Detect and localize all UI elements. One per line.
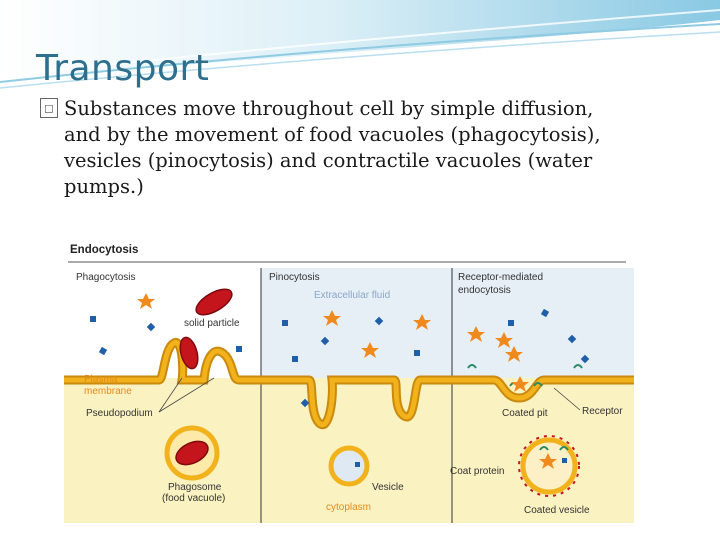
small-molecules	[90, 308, 590, 463]
coated-vesicle-coat	[518, 435, 580, 497]
label-phagosome-2: (food vacuole)	[162, 493, 225, 504]
panel-title-pinocytosis: Pinocytosis	[269, 272, 320, 283]
coated-vesicle	[520, 437, 578, 495]
label-extracellular-fluid: Extracellular fluid	[314, 290, 390, 301]
panel-title-receptor-1: Receptor-mediated	[458, 272, 543, 283]
label-coated-pit: Coated pit	[502, 408, 548, 419]
diagram-title: Endocytosis	[70, 244, 138, 256]
receptor-pointer	[553, 387, 581, 411]
label-cytoplasm: cytoplasm	[326, 502, 371, 513]
label-receptor: Receptor	[582, 406, 623, 417]
pinocytosis-vesicle	[328, 445, 370, 487]
label-pseudopodium: Pseudopodium	[86, 408, 153, 419]
plasma-membrane	[64, 338, 634, 430]
bullet-line-3: vesicles (pinocytosis) and contractile v…	[64, 149, 593, 172]
slide-title: Transport	[36, 48, 210, 89]
label-plasma-membrane-1: Plasma	[84, 374, 118, 385]
vesicle-molecule	[355, 462, 360, 467]
panel-title-phagocytosis: Phagocytosis	[76, 272, 135, 283]
pseudopodium-pointer	[158, 377, 183, 413]
endocytosis-diagram: Endocytosis Phagocytosis Pinocytosis Rec…	[64, 238, 634, 523]
label-phagosome-1: Phagosome	[168, 482, 222, 493]
label-plasma-membrane-2: membrane	[84, 386, 132, 397]
panel-title-receptor-2: endocytosis	[458, 285, 511, 296]
bullet-paragraph: ◻ Substances move throughout cell by sim…	[40, 96, 700, 200]
square-bullet-icon: ◻	[40, 98, 58, 118]
star-molecules	[137, 293, 557, 469]
pseudopodium-pointer-2	[158, 377, 215, 413]
label-solid-particle: solid particle	[184, 318, 240, 329]
bullet-line-1: Substances move throughout cell by simpl…	[64, 97, 594, 120]
solid-particle-top	[195, 288, 233, 316]
label-vesicle: Vesicle	[372, 482, 404, 493]
header-swoosh-band	[0, 0, 720, 89]
solid-particle-engulfed	[179, 336, 199, 370]
bullet-line-4: pumps.)	[64, 175, 144, 198]
extracellular-region	[261, 268, 634, 378]
label-coated-vesicle: Coated vesicle	[524, 505, 590, 516]
label-coat-protein: Coat protein	[450, 466, 504, 477]
bullet-line-2: and by the movement of food vacuoles (ph…	[64, 123, 601, 146]
phagosome-particle	[175, 440, 209, 466]
